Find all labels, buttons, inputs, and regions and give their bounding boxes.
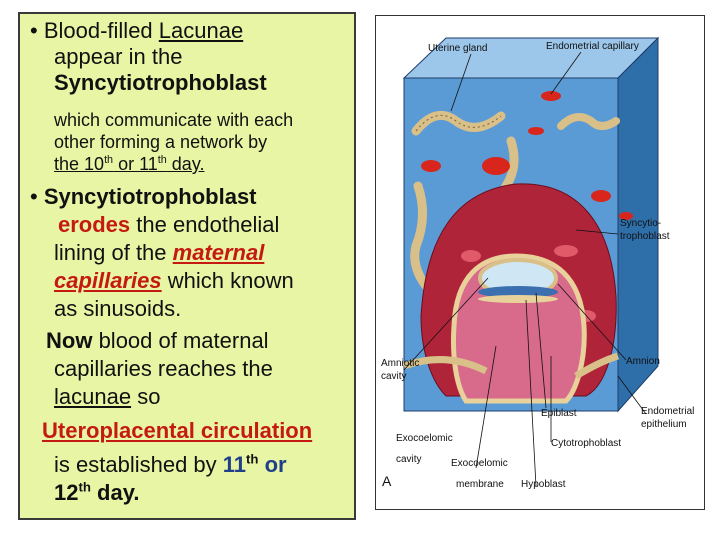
label-endometrial-ep-1: Endometrial [641,406,694,417]
text-panel: • Blood-filled Lacunae appear in the Syn… [18,12,356,520]
label-cytotrophoblast: Cytotrophoblast [551,438,621,449]
label-hypoblast: Hypoblast [521,479,566,490]
bullet-2-line-5: as sinusoids. [54,296,182,321]
label-endometrial-capillary: Endometrial capillary [546,41,639,52]
capillary-6 [528,127,544,135]
bullet-1-line-1: • Blood-filled Lacunae [30,18,244,43]
para-2-line-1: which communicate with each [54,110,294,130]
para-4-line-6: 12th day. [54,479,140,505]
para-4-line-1: Now blood of maternal [46,328,269,353]
capillary-1 [482,157,510,175]
leader-lines [403,51,647,487]
label-endometrial-ep-2: epithelium [641,419,687,430]
bullet-2-line-3: lining of the maternal [54,240,265,265]
uteroplacental-term: Uteroplacental circulation [42,418,313,443]
hypoblast-layer [478,295,558,303]
bullet-2: • [30,184,38,209]
para-4-line-3: lacunae so [54,384,161,409]
bullet-1-line-2: appear in the [54,44,183,69]
lacunae-term: Lacunae [158,18,244,43]
embryo-diagram: Uterine gland Endometrial capillary Sync… [381,36,694,490]
epiblast-layer [478,286,558,298]
para-4-line-2: capillaries reaches the [54,356,273,381]
para-4-line-5: is established by 11th or [54,451,287,477]
uterine-gland-3 [410,181,431,291]
bullet-2-line-2: erodes the endothelial [58,212,280,237]
label-exocoelomic-membrane-1: Exocoelomic [451,458,508,469]
erodes-term: erodes [58,212,131,237]
endometrial-epithelium-left [402,356,488,375]
lacunae-term-2: lacunae [54,384,132,409]
capillaries-term: capillaries [54,268,162,293]
maternal-term: maternal [172,240,265,265]
label-amniotic-2: cavity [381,371,407,382]
para-2-line-2: other forming a network by [54,132,268,152]
syncytio-term-1: Syncytiotrophoblast [54,70,267,95]
capillary-2 [421,160,441,172]
uterine-gland-4 [557,113,620,130]
label-uterine-gland: Uterine gland [428,43,487,54]
label-exocoelomic-membrane-2: membrane [456,479,504,490]
bullet-2-line-4: capillaries which known [54,268,294,293]
capillary-5 [619,212,633,220]
capillary-3 [541,91,561,101]
now-term: Now [46,328,93,353]
para-2-line-3: the 10th or 11th day. [54,154,205,174]
capillary-4 [591,190,611,202]
label-amnion: Amnion [626,356,660,367]
lacuna-2 [554,245,578,257]
label-panel: A [382,473,392,489]
endometrial-epithelium-right [574,352,620,380]
lacuna-1 [461,250,481,262]
embryo-figure: Uterine gland Endometrial capillary Sync… [375,15,705,510]
label-epiblast: Epiblast [541,408,577,419]
label-syncytio-2: trophoblast [620,231,670,242]
label-exocoelomic-cavity-1: Exocoelomic [396,433,453,444]
bullet-1: • [30,18,38,43]
label-syncytio-1: Syncytio- [620,218,661,229]
label-amniotic-1: Amniotic [381,358,419,369]
label-exocoelomic-cavity-2: cavity [396,454,422,465]
bullet-2-line-1: • Syncytiotrophoblast [30,184,257,209]
